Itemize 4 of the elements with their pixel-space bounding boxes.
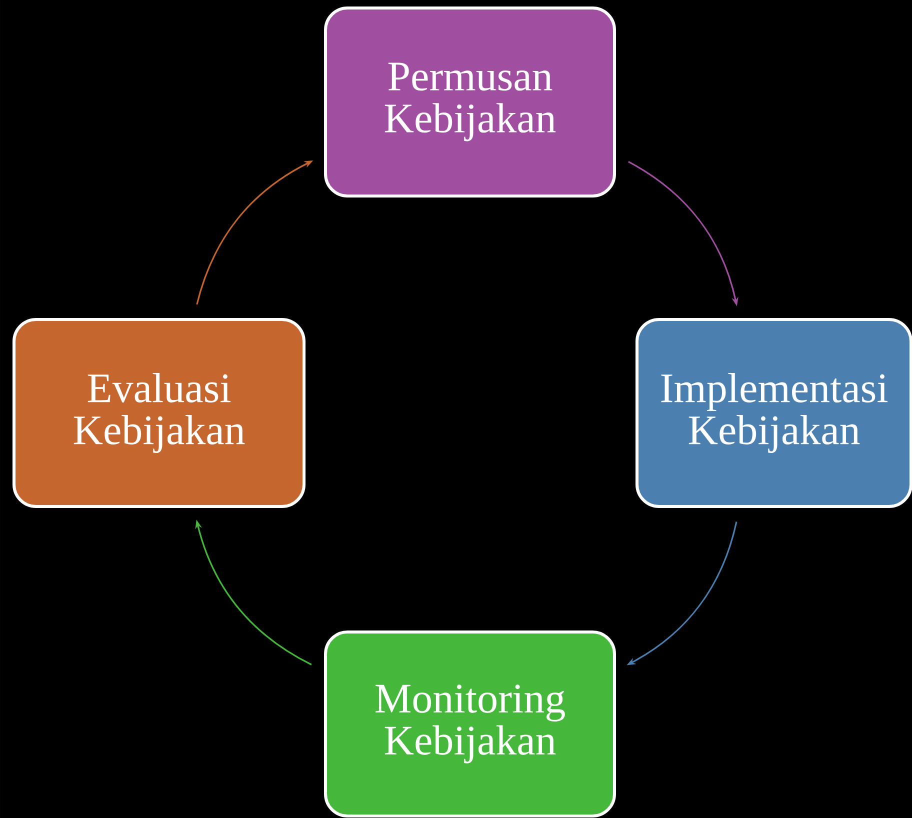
process-box: Evaluasi Kebijakan bbox=[12, 318, 306, 508]
process-box: Permusan Kebijakan bbox=[324, 6, 616, 198]
process-box: Implementasi Kebijakan bbox=[636, 318, 912, 508]
process-box: Monitoring Kebijakan bbox=[324, 630, 616, 818]
